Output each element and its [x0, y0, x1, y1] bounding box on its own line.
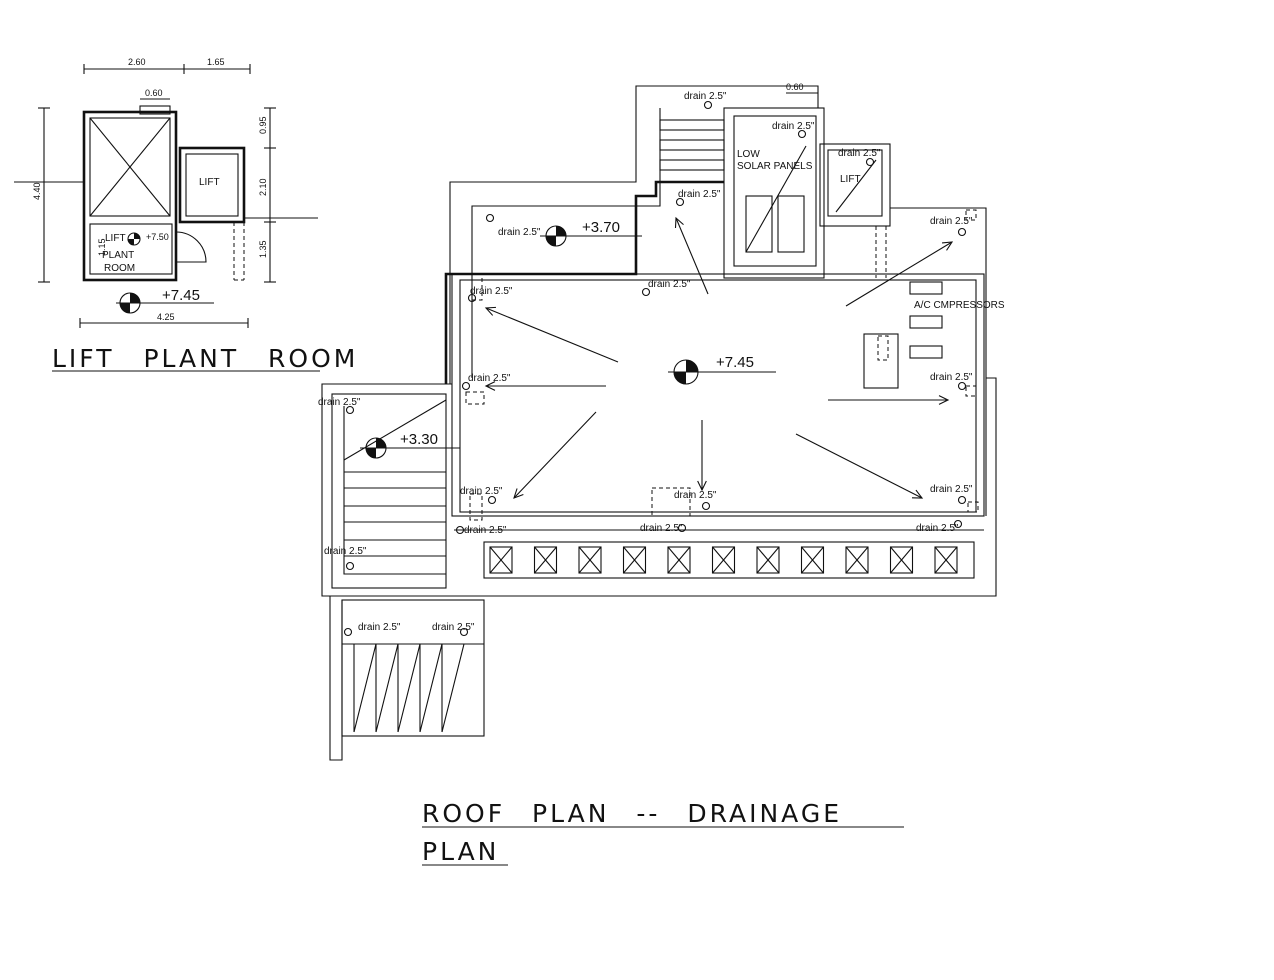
dim-top-right: 1.65 — [207, 57, 225, 67]
level-upper: +3.70 — [540, 219, 642, 247]
arrow-head — [484, 381, 496, 391]
drain-label: drain 2.5" — [772, 121, 815, 132]
drain-point — [957, 381, 967, 391]
drain-label: drain 2.5" — [674, 490, 717, 501]
drain-point — [345, 561, 355, 571]
arrow-head — [697, 480, 707, 492]
drain-point — [455, 525, 465, 535]
drain-point — [957, 495, 967, 505]
solar-label-1: LOW — [737, 149, 760, 160]
drain-point — [797, 129, 807, 139]
drain-label: drain 2.5" — [930, 372, 973, 383]
drain-point — [675, 197, 685, 207]
dim-right-bottom: 1.35 — [258, 240, 268, 258]
ac-label: A/C CMPRESSORS — [914, 300, 1005, 311]
level-center: +7.45 — [668, 354, 776, 385]
drainage-arrow — [845, 241, 953, 307]
drainage-arrow — [513, 411, 597, 499]
dim-left: 4.40 — [32, 182, 42, 200]
arrow-head — [941, 241, 954, 251]
arrow-head — [513, 488, 524, 499]
drain-label: drain 2.5" — [432, 622, 475, 633]
plant-room-label-2: PLANT — [102, 250, 134, 261]
cross-cell — [889, 546, 914, 574]
level-small: +7.50 — [146, 232, 169, 242]
drain-point — [461, 381, 471, 391]
cross-cell — [667, 546, 691, 574]
drain-point — [865, 157, 875, 167]
drain-point — [485, 213, 495, 223]
level-main-small: +7.45 — [162, 287, 200, 304]
level-label: +3.70 — [582, 219, 620, 236]
cross-cell — [756, 546, 780, 574]
arrow-head — [911, 489, 924, 499]
drain-label: drain 2.5" — [678, 189, 721, 200]
lift-plant-room-plan: 2.60 1.65 0.60 LIFT LIFT PLANT ROOM +7.5… — [14, 57, 358, 373]
drain-label: drain 2.5" — [640, 523, 683, 534]
roof-dim-top: 0.60 — [786, 82, 804, 92]
cross-cell — [845, 546, 869, 574]
cross-cell — [578, 546, 602, 574]
level-stair: +3.30 — [360, 431, 460, 459]
drain-label: drain 2.5" — [648, 279, 691, 290]
drainage-arrow — [675, 217, 709, 295]
drain-point — [701, 501, 711, 511]
drain-label: drain 2.5" — [358, 622, 401, 633]
drain-point — [467, 293, 477, 303]
drain-point — [343, 627, 353, 637]
arrow-head — [674, 216, 684, 229]
cross-strip — [489, 546, 958, 574]
cross-cell — [622, 546, 647, 574]
drain-label: drain 2.5" — [838, 148, 881, 159]
level-label: +3.30 — [400, 431, 438, 448]
drain-point — [677, 523, 687, 533]
drain-point — [957, 227, 967, 237]
roof-plan-title-2: PLAN — [422, 837, 499, 866]
dim-small-left: 1.15 — [97, 238, 107, 256]
drain-point — [703, 100, 713, 110]
level-label: +7.45 — [716, 354, 754, 371]
drain-label: drain 2.5" — [684, 91, 727, 102]
dim-top-left: 2.60 — [128, 57, 146, 67]
cross-cell — [489, 546, 513, 574]
drain-label: drain 2.5" — [470, 286, 513, 297]
drain-label: drain 2.5" — [930, 484, 973, 495]
drain-point — [641, 287, 651, 297]
drain-point — [345, 405, 355, 415]
roof-lift-label: LIFT — [840, 174, 861, 185]
cross-cell — [533, 546, 558, 574]
plant-room-label-3: ROOM — [104, 263, 135, 274]
cross-cell — [800, 546, 825, 574]
cross-cell — [934, 546, 958, 574]
dim-bottom: 4.25 — [157, 312, 175, 322]
plant-room-label-1: LIFT — [105, 233, 126, 244]
lift-plant-room-title: LIFT PLANT ROOM — [52, 344, 358, 373]
roof-plan: 0.60 LOW SOLAR PANELS LIFT A/C CMPRESSOR… — [318, 82, 1005, 866]
roof-plan-title-1: ROOF PLAN -- DRAINAGE — [422, 799, 842, 828]
drain-point — [459, 627, 469, 637]
drain-label: drain 2.5" — [460, 486, 503, 497]
dim-door: 0.60 — [145, 88, 163, 98]
drain-label: drain 2.5" — [916, 523, 959, 534]
solar-label-2: SOLAR PANELS — [737, 161, 813, 172]
drainage-arrow — [485, 307, 619, 363]
drain-point — [953, 519, 963, 529]
drain-label: drain 2.5" — [498, 227, 541, 238]
drain-label: drain 2.5" — [464, 525, 507, 536]
drainage-arrow — [795, 433, 923, 499]
cross-cell — [711, 546, 736, 574]
drain-label: drain 2.5" — [318, 397, 361, 408]
drain-label: drain 2.5" — [468, 373, 511, 384]
lift-label-small: LIFT — [199, 177, 220, 188]
dim-right-mid: 2.10 — [258, 178, 268, 196]
drain-label: drain 2.5" — [930, 216, 973, 227]
drain-point — [487, 495, 497, 505]
drain-label: drain 2.5" — [324, 546, 367, 557]
arrow-head — [938, 395, 950, 405]
dim-right-top: 0.95 — [258, 116, 268, 134]
arrow-head — [484, 306, 497, 316]
